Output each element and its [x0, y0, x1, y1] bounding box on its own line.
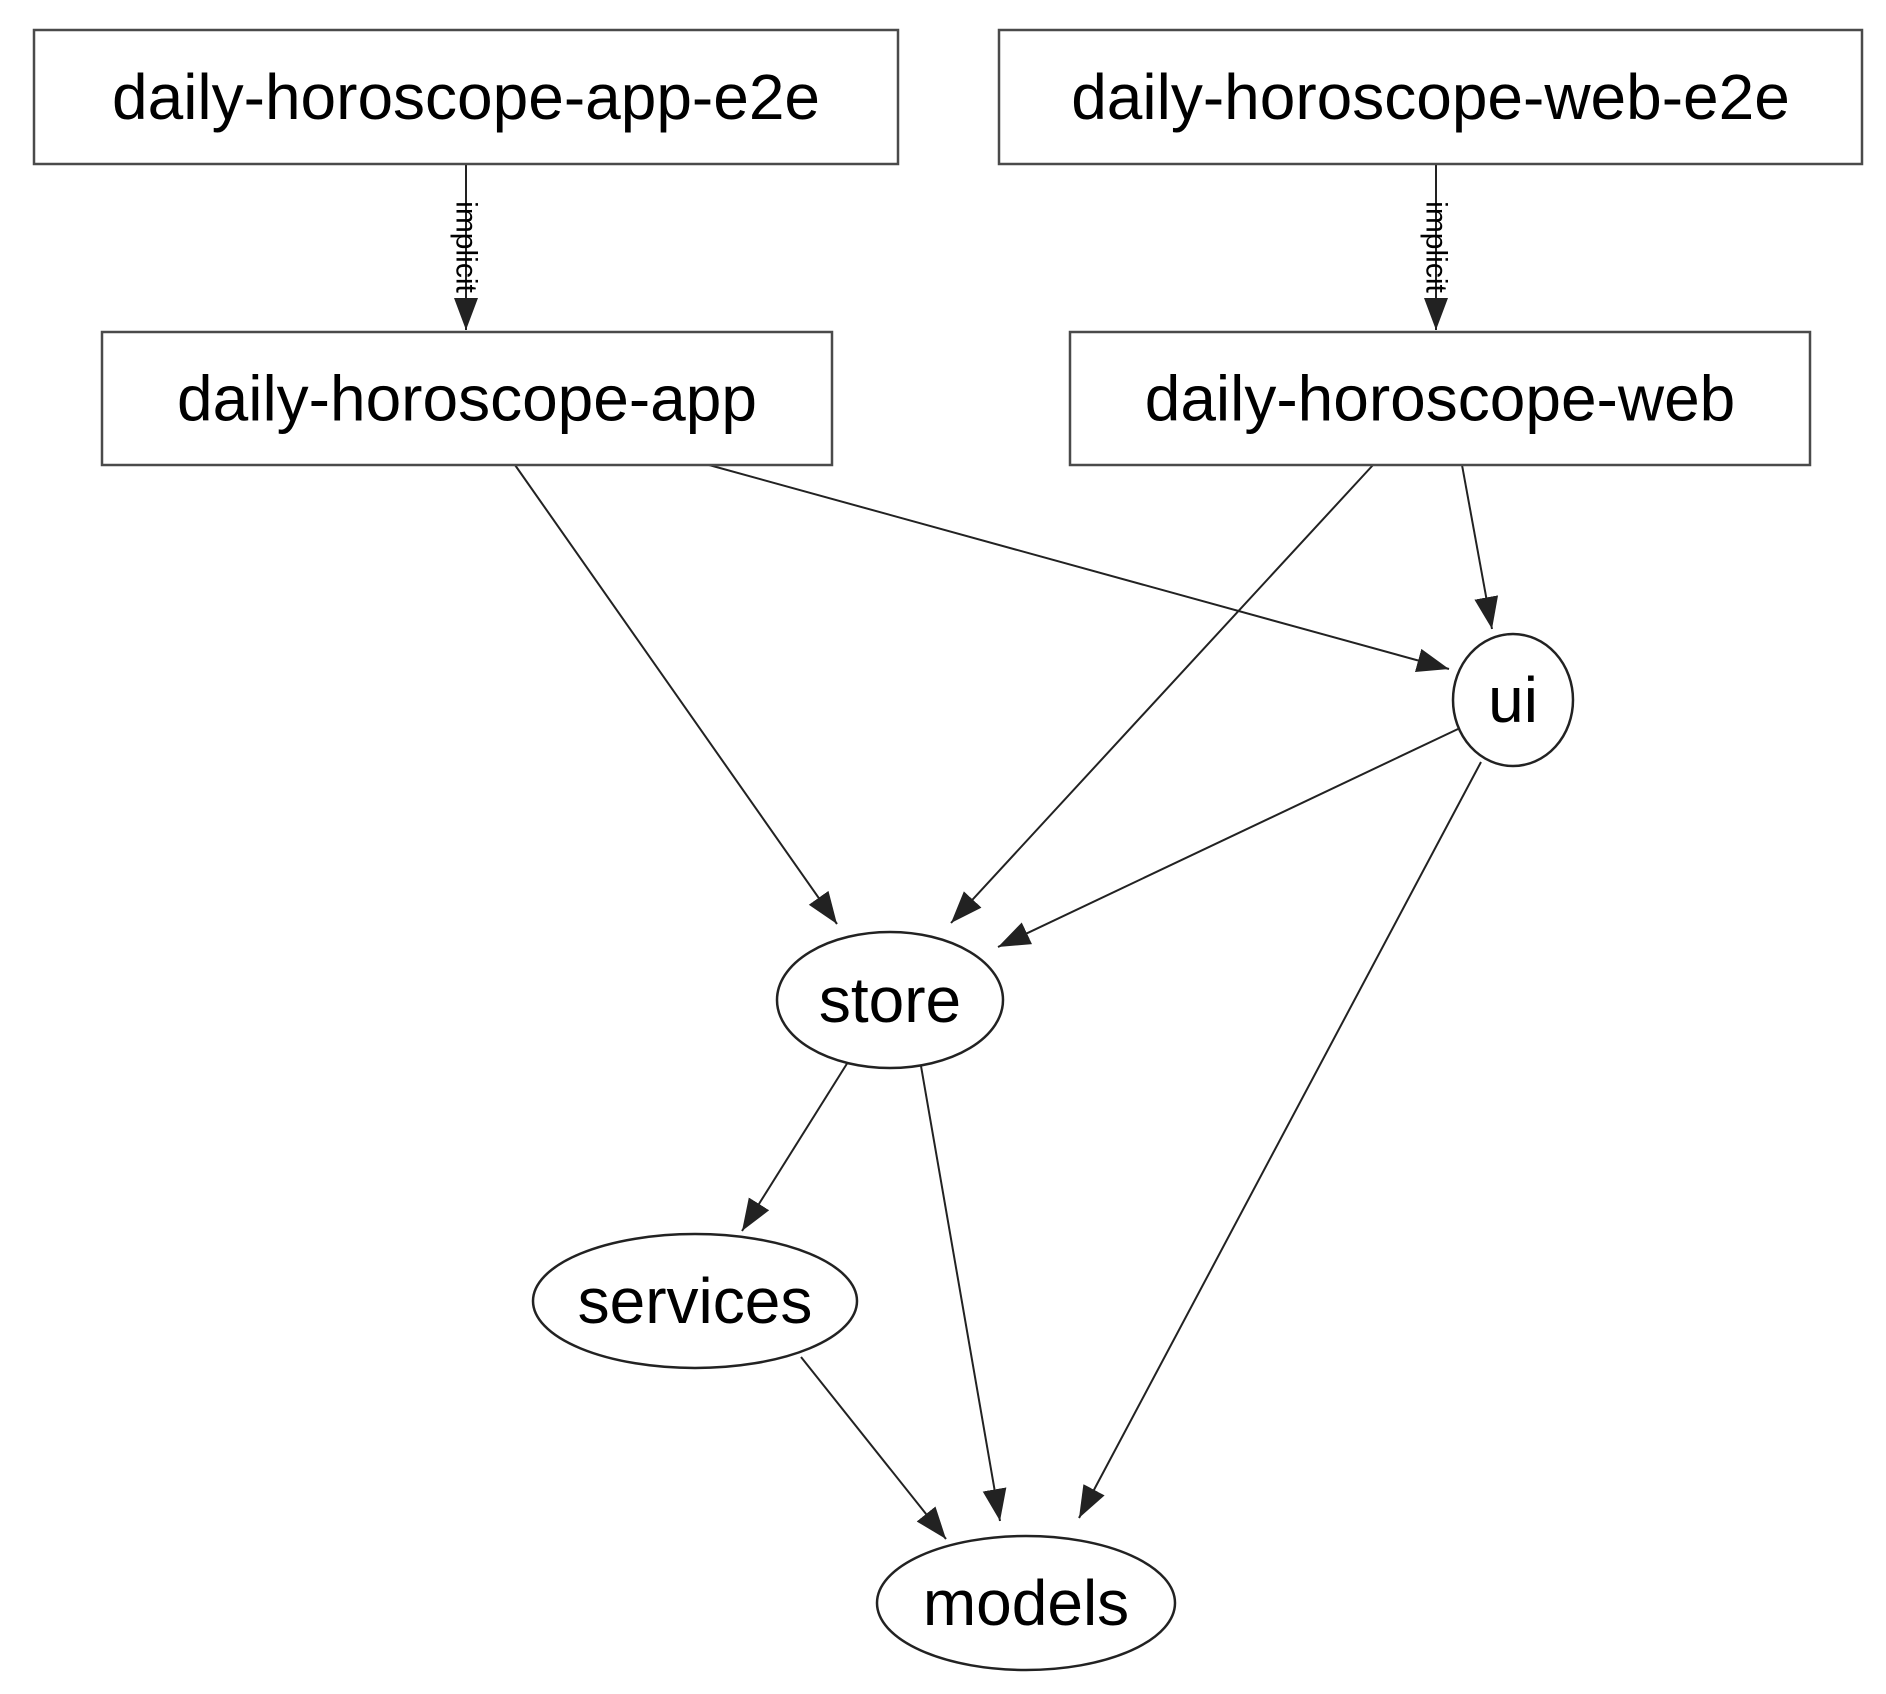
- node-label-daily-horoscope-web-e2e: daily-horoscope-web-e2e: [1071, 61, 1790, 133]
- edge-label-implicit: implicit: [450, 201, 483, 293]
- edge-label-implicit: implicit: [1420, 201, 1453, 293]
- edge-daily-horoscope-web-to-ui: [1461, 464, 1499, 630]
- edge-store-to-services: [741, 1061, 849, 1232]
- edge-ui-to-store: [997, 728, 1459, 948]
- node-shape-daily-horoscope-app-e2e: [32, 28, 900, 166]
- node-shape-ui: [1451, 632, 1575, 768]
- node-store: store: [775, 930, 1005, 1070]
- node-label-store: store: [819, 964, 961, 1036]
- edge-services-to-models: [800, 1356, 947, 1540]
- node-daily-horoscope-web: daily-horoscope-web: [1068, 330, 1812, 467]
- node-shape-store: [775, 930, 1005, 1070]
- node-label-ui: ui: [1488, 664, 1538, 736]
- node-daily-horoscope-app: daily-horoscope-app: [100, 330, 834, 467]
- node-label-daily-horoscope-web: daily-horoscope-web: [1145, 363, 1736, 435]
- edge-ui-to-models: [1078, 761, 1482, 1519]
- edge-daily-horoscope-web-to-store: [950, 464, 1374, 924]
- edge-store-to-models: [920, 1065, 1007, 1522]
- node-shape-models: [875, 1534, 1177, 1672]
- node-label-daily-horoscope-app: daily-horoscope-app: [177, 363, 757, 435]
- node-daily-horoscope-app-e2e: daily-horoscope-app-e2e: [32, 28, 900, 166]
- node-shape-services: [531, 1232, 859, 1370]
- node-shape-daily-horoscope-app: [100, 330, 834, 467]
- node-label-daily-horoscope-app-e2e: daily-horoscope-app-e2e: [112, 61, 820, 133]
- node-ui: ui: [1451, 632, 1575, 768]
- node-daily-horoscope-web-e2e: daily-horoscope-web-e2e: [997, 28, 1864, 166]
- node-label-services: services: [578, 1265, 813, 1337]
- node-models: models: [875, 1534, 1177, 1672]
- edge-daily-horoscope-app-to-ui: [708, 464, 1450, 673]
- node-label-models: models: [923, 1567, 1129, 1639]
- node-shape-daily-horoscope-web-e2e: [997, 28, 1864, 166]
- node-shape-daily-horoscope-web: [1068, 330, 1812, 467]
- node-services: services: [531, 1232, 859, 1370]
- edge-daily-horoscope-app-to-store: [514, 464, 838, 925]
